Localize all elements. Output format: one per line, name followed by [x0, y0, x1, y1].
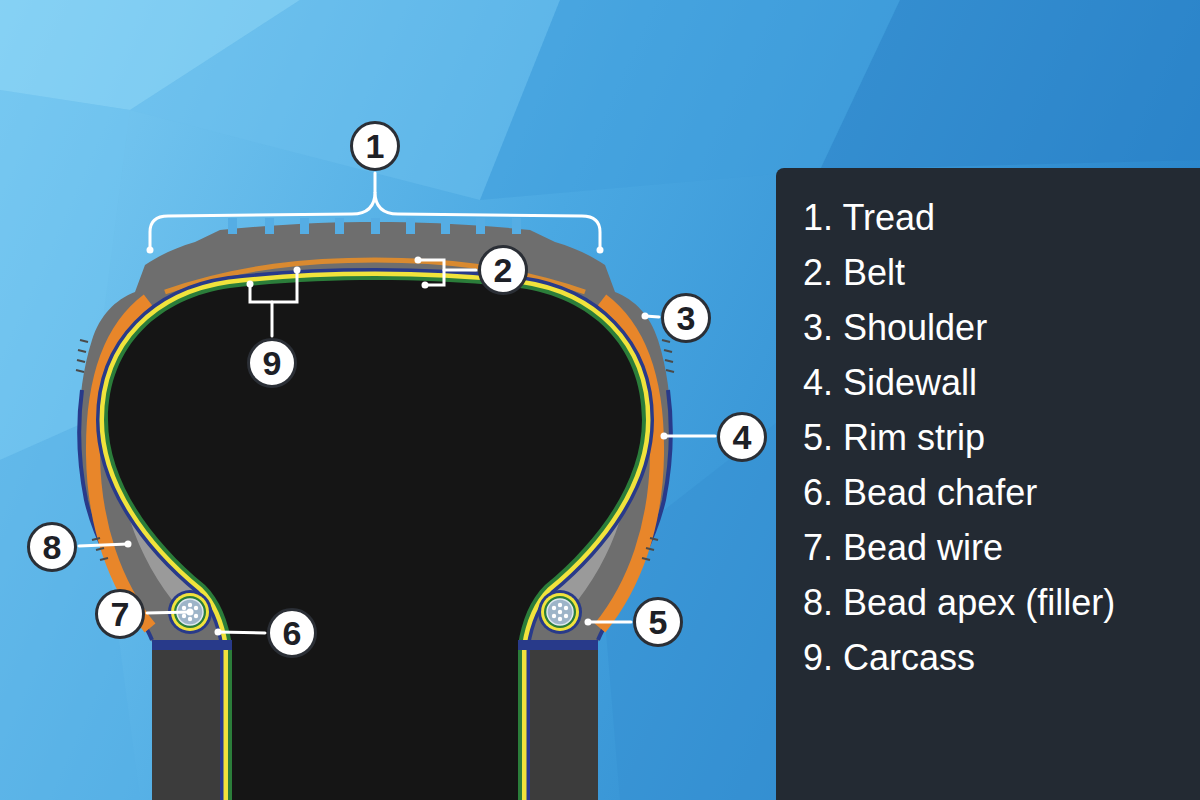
- part-name: 4. Sidewall: [803, 355, 1190, 410]
- callout-number: 8: [27, 522, 77, 572]
- callout-number: 6: [267, 608, 317, 658]
- part-name: 2. Belt: [803, 245, 1190, 300]
- part-name: 8. Bead apex (filler): [803, 575, 1190, 630]
- callout-number: 7: [95, 589, 145, 639]
- part-name: 3. Shoulder: [803, 300, 1190, 355]
- callout-number: 5: [633, 597, 683, 647]
- legend-panel: 1. Tread2. Belt3. Shoulder4. Sidewall5. …: [776, 168, 1200, 800]
- callout-number: 9: [247, 338, 297, 388]
- part-name: 6. Bead chafer: [803, 465, 1190, 520]
- part-name: 9. Carcass: [803, 630, 1190, 685]
- callout-number: 1: [350, 121, 400, 171]
- part-name: 1. Tread: [803, 190, 1190, 245]
- callout-number: 4: [717, 412, 767, 462]
- part-name: 5. Rim strip: [803, 410, 1190, 465]
- part-name: 7. Bead wire: [803, 520, 1190, 575]
- callout-number: 3: [661, 293, 711, 343]
- callout-number: 2: [478, 245, 528, 295]
